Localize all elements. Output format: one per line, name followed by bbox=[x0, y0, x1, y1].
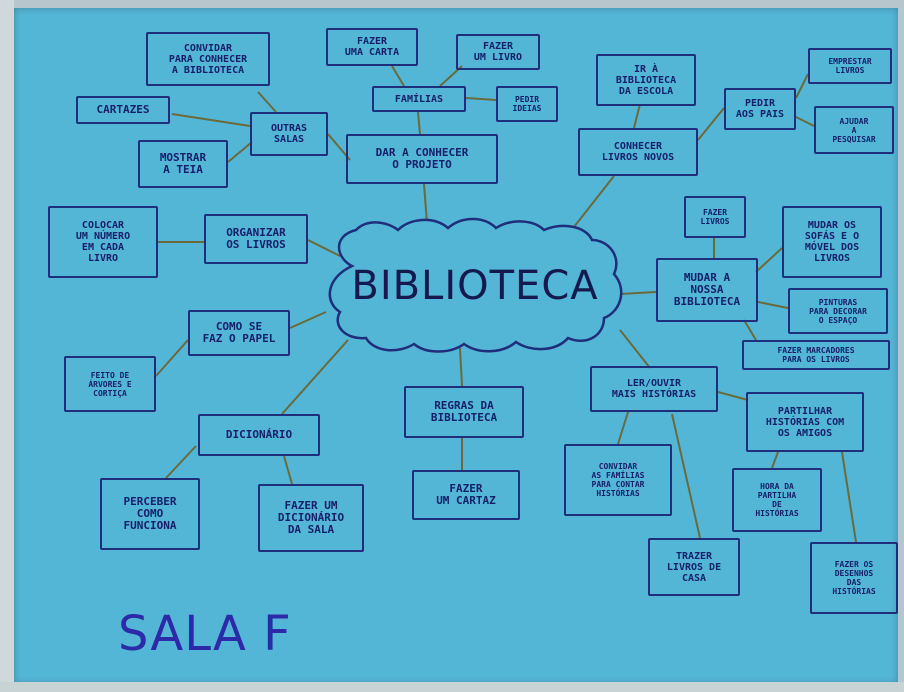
node-organizar-livros: ORGANIZAR OS LIVROS bbox=[204, 214, 308, 264]
link-mudar-sofas bbox=[755, 247, 783, 273]
link-outras-cartazes bbox=[171, 113, 251, 127]
wall-edge bbox=[0, 0, 14, 692]
node-mudar-biblioteca: MUDAR A NOSSA BIBLIOTECA bbox=[656, 258, 758, 322]
wall-edge-bottom bbox=[0, 682, 904, 692]
link-familias-carta bbox=[391, 65, 405, 87]
node-fazer-dicionario: FAZER UM DICIONÁRIO DA SALA bbox=[258, 484, 364, 552]
node-mudar-sofas: MUDAR OS SOFÁS E O MÓVEL DOS LIVROS bbox=[782, 206, 882, 278]
link-ler-partilhar bbox=[717, 391, 749, 401]
node-ler-ouvir: LER/OUVIR MAIS HISTÓRIAS bbox=[590, 366, 718, 412]
node-fazer-um-livro: FAZER UM LIVRO bbox=[456, 34, 540, 70]
link-center-conhecer bbox=[569, 175, 615, 233]
node-fazer-cartaz: FAZER UM CARTAZ bbox=[412, 470, 520, 520]
link-ler-convidarfam bbox=[617, 411, 629, 445]
node-partilhar-historias: PARTILHAR HISTÓRIAS COM OS AMIGOS bbox=[746, 392, 864, 452]
link-ler-trazer bbox=[671, 413, 701, 539]
link-dar-familias bbox=[417, 111, 421, 135]
node-cartazes: CARTAZES bbox=[76, 96, 170, 124]
node-colocar-numero: COLOCAR UM NÚMERO EM CADA LIVRO bbox=[48, 206, 158, 278]
link-partilhar-desenhos bbox=[841, 451, 857, 543]
node-outras-salas: OUTRAS SALAS bbox=[250, 112, 328, 156]
node-trazer-livros: TRAZER LIVROS DE CASA bbox=[648, 538, 740, 596]
link-outras-teia bbox=[227, 141, 253, 163]
node-conhecer-livros-novos: CONHECER LIVROS NOVOS bbox=[578, 128, 698, 176]
link-center-papel bbox=[289, 311, 327, 329]
link-pedir-emprestar bbox=[795, 73, 809, 99]
node-dar-a-conhecer: DAR A CONHECER O PROJETO bbox=[346, 134, 498, 184]
center-node-biblioteca: BIBLIOTECA bbox=[351, 263, 599, 309]
node-pedir-ideias: PEDIR IDEIAS bbox=[496, 86, 558, 122]
link-partilhar-hora bbox=[771, 451, 779, 469]
footer-sala-f: SALA F bbox=[118, 606, 292, 662]
node-hora-partilha: HORA DA PARTILHA DE HISTÓRIAS bbox=[732, 468, 822, 532]
link-dicionario-fazerdic bbox=[283, 455, 293, 485]
node-convidar-familias: CONVIDAR AS FAMÍLIAS PARA CONTAR HISTÓRI… bbox=[564, 444, 672, 516]
node-pinturas-decorar: PINTURAS PARA DECORAR O ESPAÇO bbox=[788, 288, 888, 334]
link-center-organizar bbox=[307, 239, 341, 257]
node-mostrar-teia: MOSTRAR A TEIA bbox=[138, 140, 228, 188]
node-dicionario: DICIONÁRIO bbox=[198, 414, 320, 456]
node-familias: FAMÍLIAS bbox=[372, 86, 466, 112]
link-outras-convidar bbox=[257, 91, 277, 113]
node-ajudar-pesquisar: AJUDAR A PESQUISAR bbox=[814, 106, 894, 154]
center-cloud-shape bbox=[328, 217, 623, 353]
node-pedir-aos-pais: PEDIR AOS PAIS bbox=[724, 88, 796, 130]
link-papel-feito bbox=[155, 339, 189, 377]
node-fazer-uma-carta: FAZER UMA CARTA bbox=[326, 28, 418, 66]
node-perceber-funciona: PERCEBER COMO FUNCIONA bbox=[100, 478, 200, 550]
link-conhecer-ir bbox=[633, 103, 641, 129]
node-convidar-biblioteca: CONVIDAR PARA CONHECER A BIBLIOTECA bbox=[146, 32, 270, 86]
link-center-dicionario bbox=[281, 339, 349, 415]
node-fazer-desenhos: FAZER OS DESENHOS DAS HISTÓRIAS bbox=[810, 542, 898, 614]
link-dicionario-perceber bbox=[165, 445, 197, 479]
node-fazer-livros: FAZER LIVROS bbox=[684, 196, 746, 238]
link-familias-ideias bbox=[465, 97, 497, 101]
link-center-regras bbox=[459, 347, 463, 387]
node-emprestar-livros: EMPRESTAR LIVROS bbox=[808, 48, 892, 84]
link-mudar-pinturas bbox=[757, 301, 789, 309]
link-mudar-marcadores bbox=[743, 319, 757, 341]
node-ir-biblioteca-escola: IR À BIBLIOTECA DA ESCOLA bbox=[596, 54, 696, 106]
link-conhecer-pedir bbox=[697, 107, 725, 141]
link-center-mudar bbox=[619, 291, 657, 295]
node-regras-biblioteca: REGRAS DA BIBLIOTECA bbox=[404, 386, 524, 438]
node-como-se-faz-papel: COMO SE FAZ O PAPEL bbox=[188, 310, 290, 356]
link-center-ler bbox=[619, 329, 651, 369]
node-fazer-marcadores: FAZER MARCADORES PARA OS LIVROS bbox=[742, 340, 890, 370]
link-pedir-ajudar bbox=[793, 115, 815, 127]
node-feito-arvores: FEITO DE ÁRVORES E CORTIÇA bbox=[64, 356, 156, 412]
